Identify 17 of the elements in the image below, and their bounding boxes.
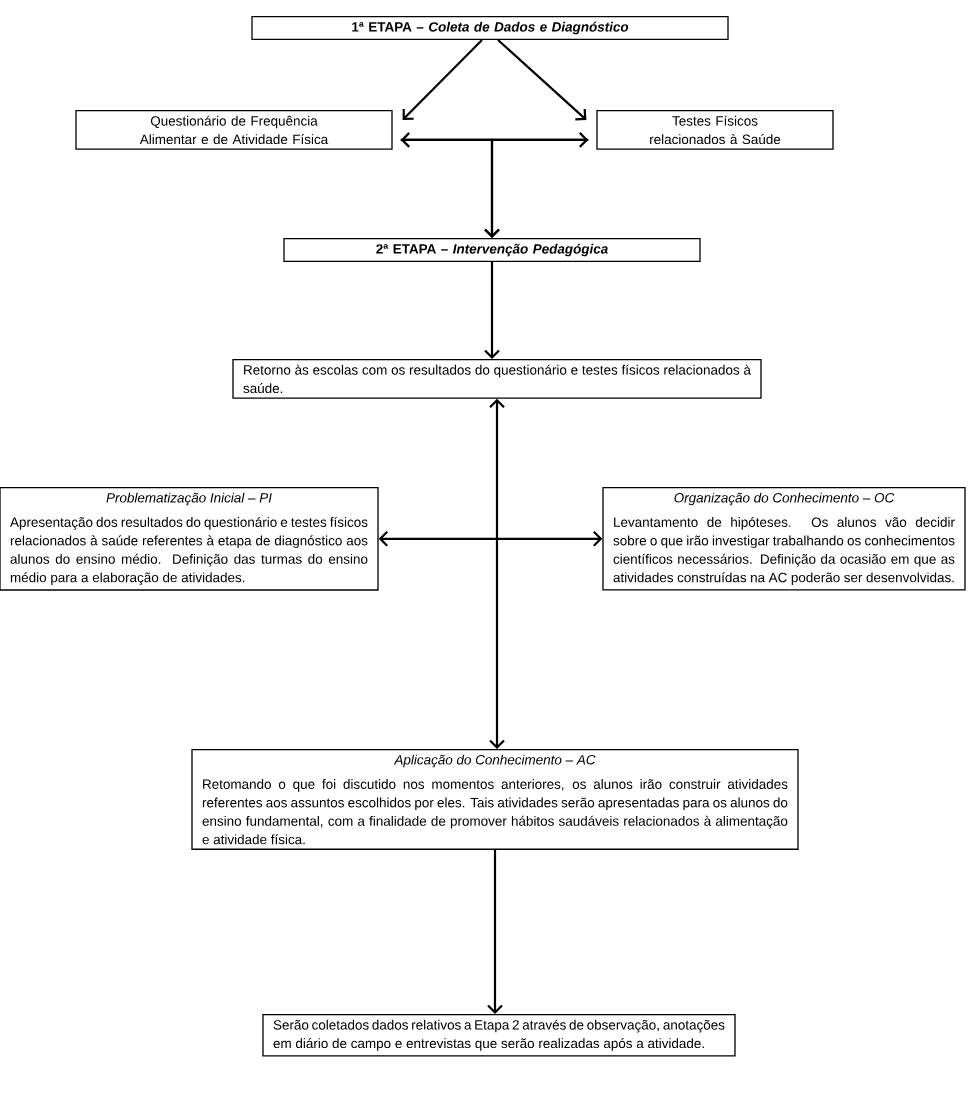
process-box: Organização do Conhecimento – OC Levantamento de hipóteses. Os alunos vão decidir sobre o que irão investigar trabalhando os conhecimentos científicos necessários. Definição da ocasião em que as atividades construídas na AC poderão ser desenvolvidas.: [602, 487, 966, 591]
process-box: Aplicação do Conhecimento – AC Retomando o que foi discutido nos momentos anteriores, os alunos irão construir atividades referentes aos assuntos escolhidos por eles. Tais atividades serão apresentadas para os alunos do ensino fundamental, com a finalidade de promover hábitos saudáveis relacionados à alimentação e atividade física.: [191, 749, 799, 850]
stage-heading-box: 2ª ETAPA – Intervenção Pedagógica: [283, 238, 701, 262]
process-box: Questionário de Frequência Alimentar e de Atividade Física: [75, 110, 393, 150]
process-box: Retorno às escolas com os resultados do questionário e testes físicos relacionados à saúde.: [232, 359, 762, 399]
arrow: [378, 531, 603, 547]
process-box: Problematização Inicial – PI Apresentação dos resultados do questionário e testes físicos relacionados à saúde referentes à etapa de diagnóstico aos alunos do ensino médio. Definição das turmas do ensino médio para a elaboração de atividades.: [0, 487, 379, 591]
stage-heading-box: 1ª ETAPA – Coleta de Dados e Diagnóstico: [251, 16, 729, 40]
arrow: [489, 398, 505, 749]
arrow: [487, 849, 503, 1014]
arrow: [400, 132, 589, 148]
arrow: [497, 39, 587, 121]
process-box: Testes Físicos relacionados à Saúde: [596, 110, 834, 150]
process-box: Serão coletados dados relativos a Etapa 2 através de observação, anotações em diário de campo e entrevistas que serão realizadas após a atividade.: [262, 1014, 736, 1057]
arrow: [484, 138, 589, 238]
arrow: [402, 39, 483, 120]
arrow: [484, 261, 500, 359]
